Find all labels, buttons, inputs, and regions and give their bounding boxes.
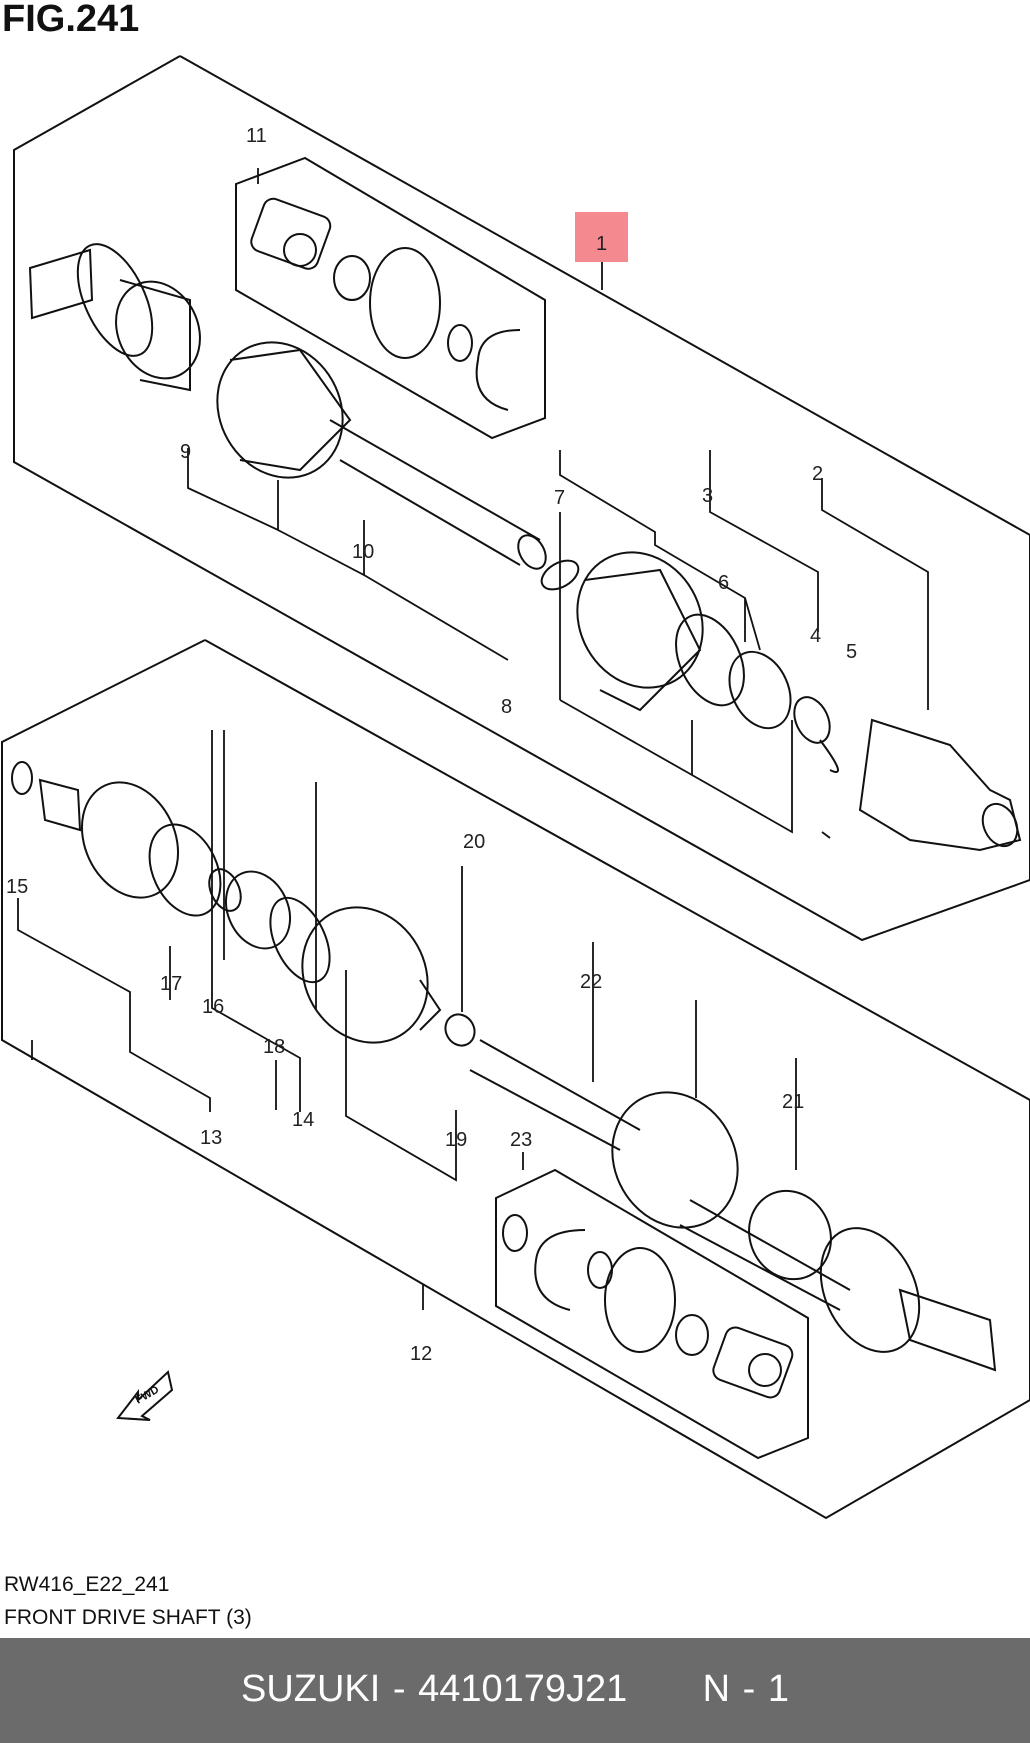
- kit-box-23: [495, 1168, 809, 1460]
- callout-18: 18: [263, 1036, 285, 1058]
- callout-22: 22: [580, 971, 602, 993]
- callout-23: 23: [510, 1129, 532, 1151]
- kit-box-11: [235, 156, 546, 440]
- kit-11-parts: [250, 197, 521, 411]
- fwd-arrow-icon: [116, 1370, 174, 1421]
- footer-part-number: SUZUKI - 4410179J21: [240, 1668, 628, 1710]
- callout-labels: 1 2 3 4 5 6 7 8 9 10 11 12 13 14 15 16 1…: [6, 125, 857, 1407]
- callout-7: 7: [554, 487, 565, 509]
- callout-1: 1: [596, 233, 607, 255]
- callout-19: 19: [445, 1129, 467, 1151]
- figure-title: FIG.241: [2, 0, 140, 40]
- callout-6: 6: [718, 572, 729, 594]
- callout-15: 15: [6, 876, 28, 898]
- callout-5: 5: [846, 641, 857, 663]
- callout-10: 10: [352, 541, 374, 563]
- callout-16: 16: [202, 996, 224, 1018]
- footer-bar: SUZUKI - 4410179J21 N - 1: [0, 1638, 1030, 1743]
- callout-2: 2: [812, 463, 823, 485]
- callout-13: 13: [200, 1127, 222, 1149]
- upper-assembly-frame: [13, 55, 1030, 942]
- callout-20: 20: [463, 831, 485, 853]
- callout-21: 21: [782, 1091, 804, 1113]
- lower-drive-shaft: [11, 761, 997, 1372]
- diagram-code: RW416_E22_241: [4, 1573, 170, 1596]
- footer-quantity: N - 1: [702, 1668, 790, 1710]
- diagram-name: FRONT DRIVE SHAFT (3): [4, 1606, 252, 1629]
- callout-11: 11: [246, 125, 267, 147]
- exploded-diagram: 1 2 3 4 5 6 7 8 9 10 11 12 13 14 15 16 1…: [0, 55, 1030, 1520]
- callout-3: 3: [702, 485, 713, 507]
- highlight-box-1: [575, 212, 628, 262]
- leader-lines: [17, 168, 929, 1310]
- callout-14: 14: [292, 1109, 314, 1131]
- callout-9: 9: [180, 441, 191, 463]
- callout-8: 8: [501, 696, 512, 718]
- kit-23-parts: [502, 1214, 794, 1399]
- footer-text: SUZUKI - 4410179J21 N - 1: [0, 1668, 1030, 1711]
- callout-4: 4: [810, 625, 821, 647]
- lower-assembly-frame: [0, 639, 1030, 1520]
- callout-12: 12: [410, 1343, 432, 1365]
- upper-drive-shaft: [28, 243, 1022, 852]
- callout-17: 17: [160, 973, 182, 995]
